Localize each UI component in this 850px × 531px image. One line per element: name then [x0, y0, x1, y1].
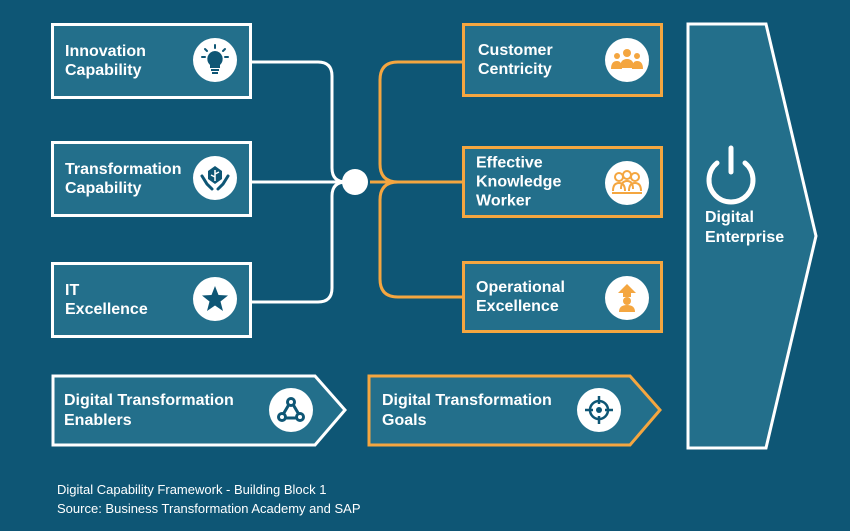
it-excellence-label: IT Excellence: [65, 282, 148, 318]
innovation-capability-box: Innovation Capability: [51, 23, 252, 99]
innovation-capability-label: Innovation Capability: [65, 43, 146, 79]
lightbulb-icon: [193, 38, 237, 82]
goals-label: Digital Transformation Goals: [382, 392, 552, 429]
enablers-chevron: [51, 374, 347, 447]
customer-group-icon: [605, 38, 649, 82]
effective-knowledge-worker-label: Effective Knowledge Worker: [476, 154, 562, 210]
customer-centricity-label: Customer Centricity: [478, 42, 553, 78]
caption-source: Source: Business Transformation Academy …: [57, 501, 361, 516]
connector-operational: [378, 180, 464, 299]
caption-title: Digital Capability Framework - Building …: [57, 482, 327, 497]
connector-customer: [378, 60, 464, 184]
person-up-icon: [605, 276, 649, 320]
transformation-capability-label: Transformation Capability: [65, 161, 182, 197]
power-icon: [706, 145, 756, 205]
it-excellence-box: IT Excellence: [51, 262, 252, 338]
customer-centricity-box: Customer Centricity: [462, 23, 663, 97]
operational-excellence-label: Operational Excellence: [476, 279, 565, 315]
digital-enterprise-label: Digital Enterprise: [705, 209, 785, 246]
connector-innovation: [250, 60, 355, 184]
effective-knowledge-worker-box: Effective Knowledge Worker: [462, 146, 663, 218]
connector-it: [250, 180, 347, 304]
target-icon: [577, 388, 621, 432]
triangle-circles-icon: [269, 388, 313, 432]
hands-leaf-icon: [193, 156, 237, 200]
enterprise-arrow: [686, 22, 818, 450]
hub-node: [342, 169, 368, 195]
transformation-capability-box: Transformation Capability: [51, 141, 252, 217]
operational-excellence-box: Operational Excellence: [462, 261, 663, 333]
team-icon: [605, 161, 649, 205]
star-icon: [193, 277, 237, 321]
enablers-label: Digital Transformation Enablers: [64, 392, 234, 429]
